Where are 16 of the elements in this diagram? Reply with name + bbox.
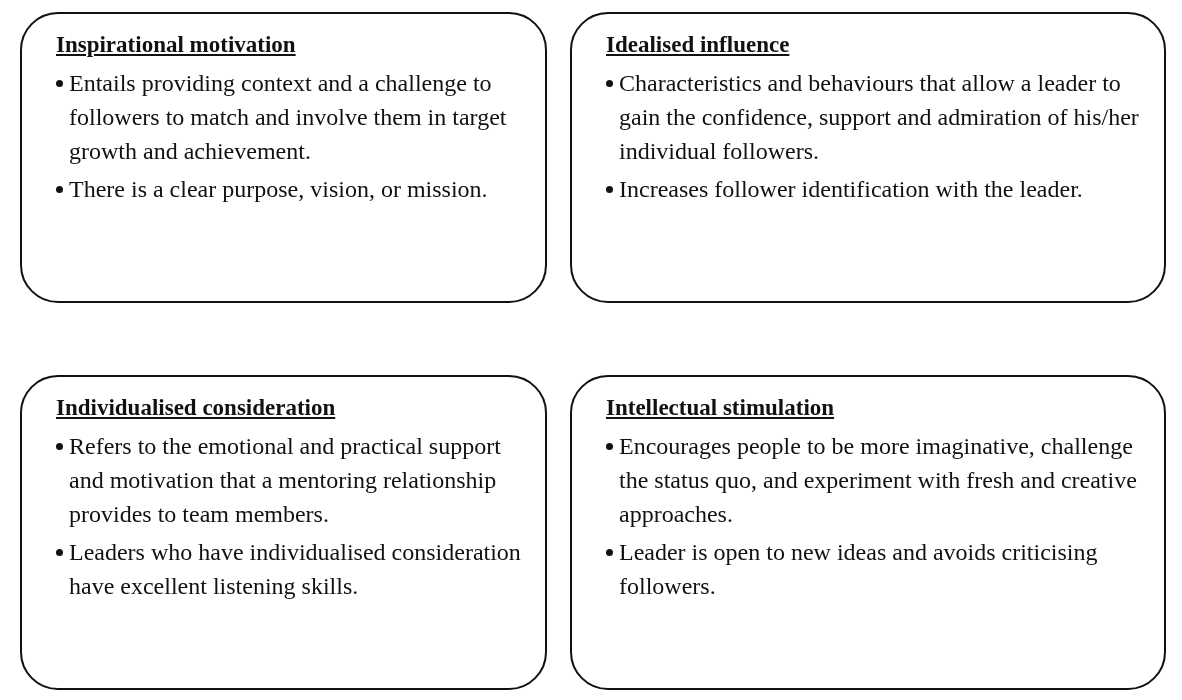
- bullet-point: There is a clear purpose, vision, or mission.: [69, 175, 488, 204]
- bullet-point: Characteristics and behaviours that allow a leader to gain the confidence, support and admiration of his/her individual followers.: [619, 69, 1140, 166]
- bullet-point: Encourages people to be more imaginative, challenge the status quo, and experiment with fresh and creative approaches.: [619, 432, 1138, 529]
- section-heading: Idealised influence: [606, 32, 790, 58]
- bullet-point: Leaders who have individualised consideration have excellent listening skills.: [69, 538, 522, 601]
- section-heading: Inspirational motivation: [56, 32, 296, 58]
- bullet-point: Entails providing context and a challenge to followers to match and involve them in target growth and achievement.: [69, 69, 508, 166]
- bullet-point: Leader is open to new ideas and avoids criticising followers.: [619, 538, 1099, 601]
- rounded-card: [20, 375, 547, 690]
- bullet-point: Refers to the emotional and practical support and motivation that a mentoring relationship provides to team members.: [69, 432, 502, 529]
- rounded-card: [570, 375, 1166, 690]
- section-heading: Intellectual stimulation: [606, 395, 835, 421]
- bullet-point: Increases follower identification with the leader.: [619, 175, 1083, 204]
- rounded-card: [570, 12, 1166, 303]
- section-heading: Individualised consideration: [56, 395, 336, 421]
- rounded-card: [20, 12, 547, 303]
